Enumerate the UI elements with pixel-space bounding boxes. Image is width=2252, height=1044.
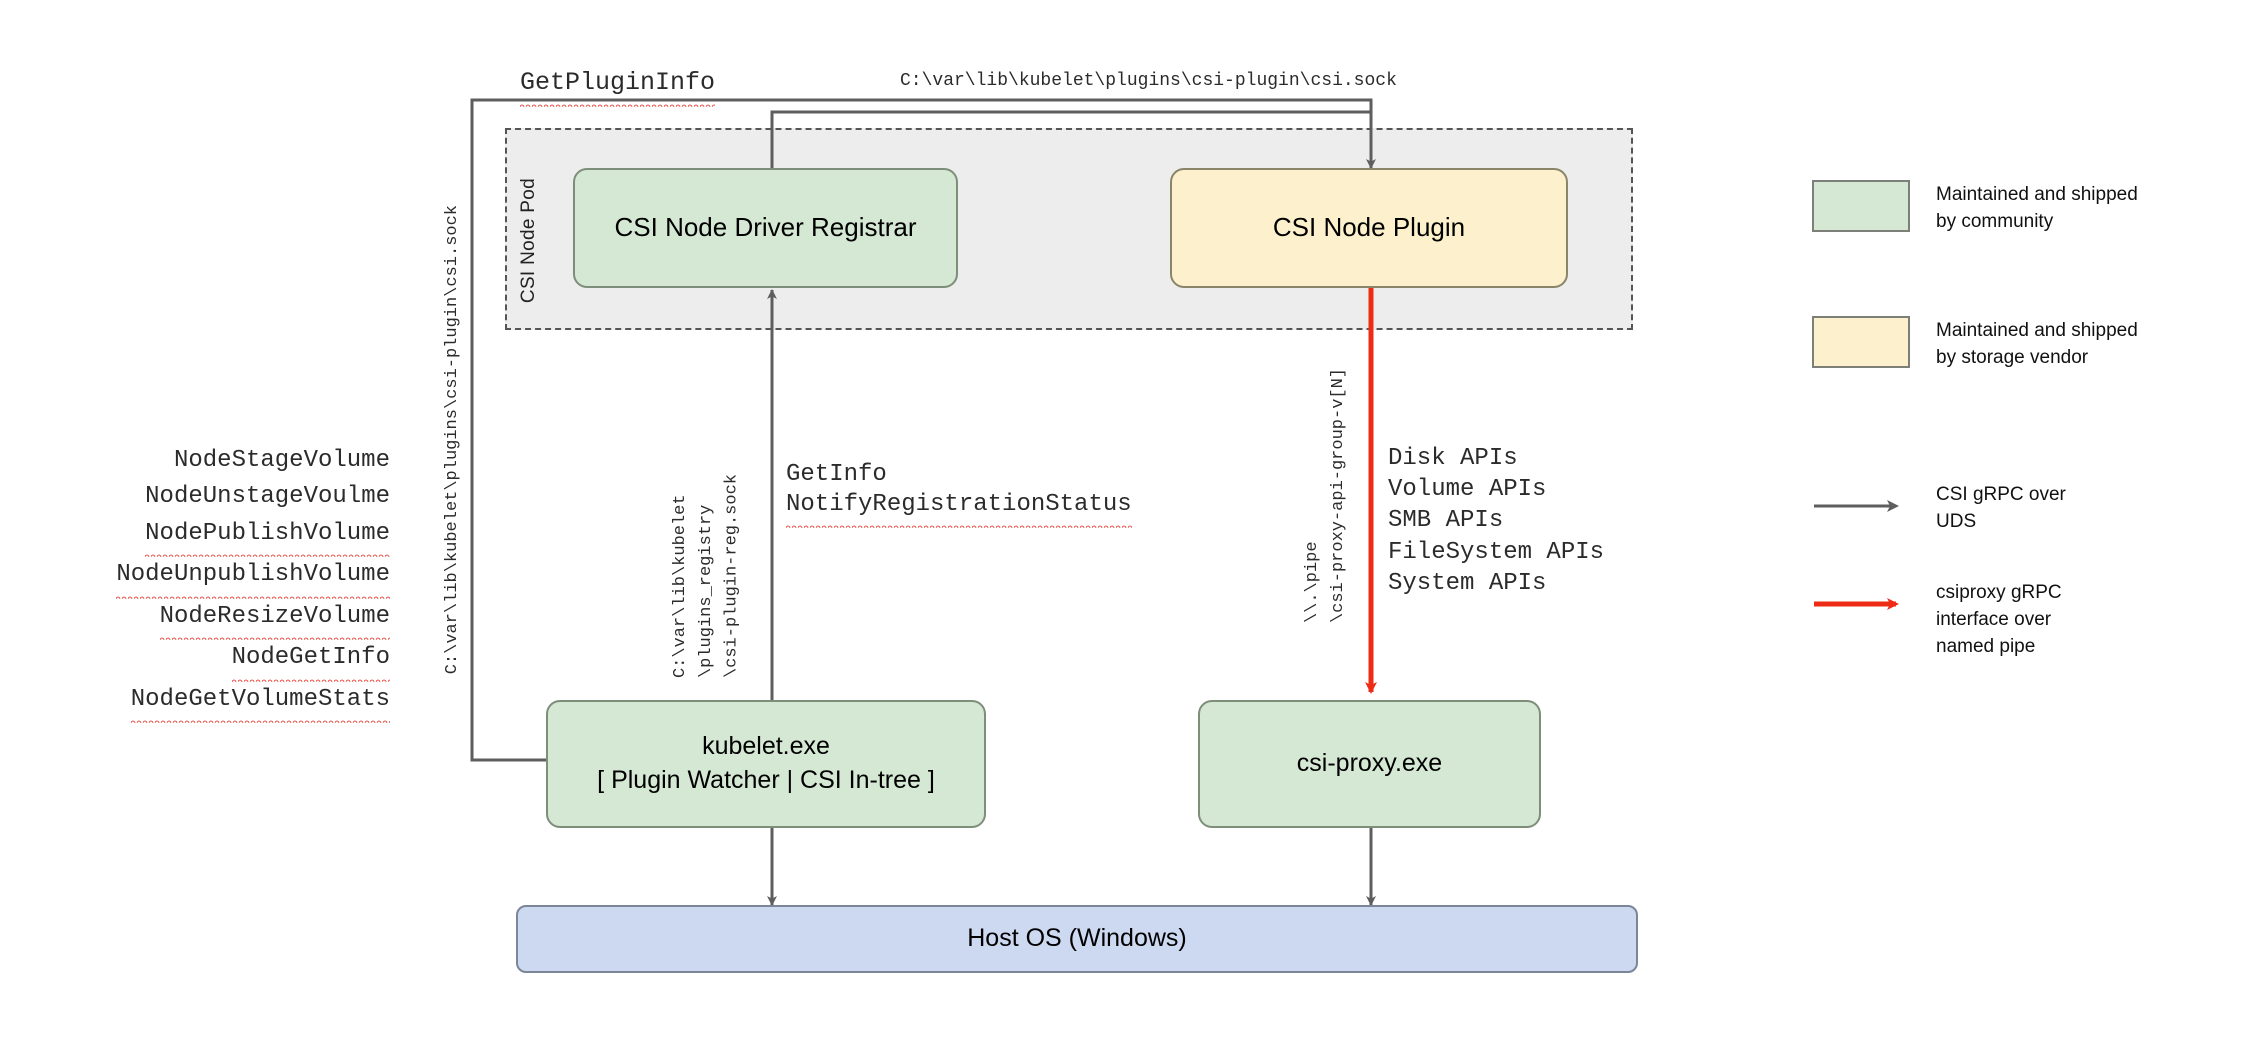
label-named-pipe-vertical: \\.\pipe \csi-proxy-api-group-v[N] [1303,368,1348,624]
node-api-call-item: NodeStageVolume [173,447,390,474]
node-api-call-item: NodeGetInfo [231,640,390,682]
legend-row: csiproxy gRPC interface over named pipe [1812,578,2062,661]
csi-node-pod-label: CSI Node Pod [518,178,539,304]
node-api-call-item: NodeResizeVolume [159,598,390,641]
node-csi-proxy-exe[interactable]: csi-proxy.exe [1198,700,1541,828]
label-get-plugin-info: GetPluginInfo [520,64,716,107]
legend-row: CSI gRPC over UDS [1812,480,2066,536]
csi-proxy-api-item: Volume APIs [1388,476,1547,504]
node-api-call-row: NodeGetInfo [60,640,390,682]
node-kubelet-exe-sublabel: [ Plugin Watcher | CSI In-tree ] [597,766,935,794]
node-api-call-row: NodeResizeVolume [60,598,390,641]
node-csi-proxy-exe-label: csi-proxy.exe [1296,749,1443,778]
node-csi-node-driver-registrar-label: CSI Node Driver Registrar [614,212,917,243]
csi-proxy-api-item: FileSystem APIs [1388,538,1605,566]
legend-swatch-yellow [1812,316,1910,368]
legend-row: Maintained and shipped by community [1812,180,2138,236]
node-api-call-row: NodeGetVolumeStats [60,681,390,724]
node-kubelet-exe[interactable]: kubelet.exe [ Plugin Watcher | CSI In-tr… [546,700,986,828]
label-csi-sock-path-vertical: C:\var\lib\kubelet\plugins\csi-plugin\cs… [443,205,462,675]
csi-proxy-api-item: System APIs [1388,569,1547,597]
legend-arrow-gray [1812,480,1910,532]
legend-row: Maintained and shipped by storage vendor [1812,316,2138,372]
csi-proxy-api-item: Disk APIs [1388,445,1518,472]
node-csi-node-driver-registrar[interactable]: CSI Node Driver Registrar [573,168,958,288]
node-csi-node-plugin[interactable]: CSI Node Plugin [1170,168,1568,288]
legend-swatch-green [1812,180,1910,232]
csi-proxy-api-item: SMB APIs [1388,507,1504,535]
label-notify-registration-status: NotifyRegistrationStatus [786,487,1132,529]
label-csi-sock-path-top: C:\var\lib\kubelet\plugins\csi-plugin\cs… [900,71,1397,91]
node-host-os-label: Host OS (Windows) [967,924,1187,953]
legend-label: CSI gRPC over UDS [1936,484,2066,532]
legend-label: csiproxy gRPC interface over named pipe [1936,582,2062,657]
node-csi-node-plugin-label: CSI Node Plugin [1272,212,1466,243]
legend-label: Maintained and shipped by community [1936,184,2138,232]
node-api-call-item: NodeUnpublishVolume [116,557,390,599]
node-api-call-item: NodePublishVolume [145,515,390,558]
node-api-call-item: NodeUnstageVoulme [145,483,390,511]
node-kubelet-exe-label: kubelet.exe [702,732,830,761]
node-host-os[interactable]: Host OS (Windows) [516,905,1638,973]
node-api-call-item: NodeGetVolumeStats [130,681,390,724]
node-api-call-row: NodeUnpublishVolume [60,557,390,599]
legend-arrow-red [1812,578,1910,630]
node-api-call-row: NodeStageVolume [60,443,390,479]
label-registry-sock-path-vertical: C:\var\lib\kubelet \plugins_registry \cs… [671,474,742,679]
node-api-call-row: NodePublishVolume [60,515,390,558]
node-api-call-row: NodeUnstageVoulme [60,479,390,515]
legend-label: Maintained and shipped by storage vendor [1936,320,2138,368]
